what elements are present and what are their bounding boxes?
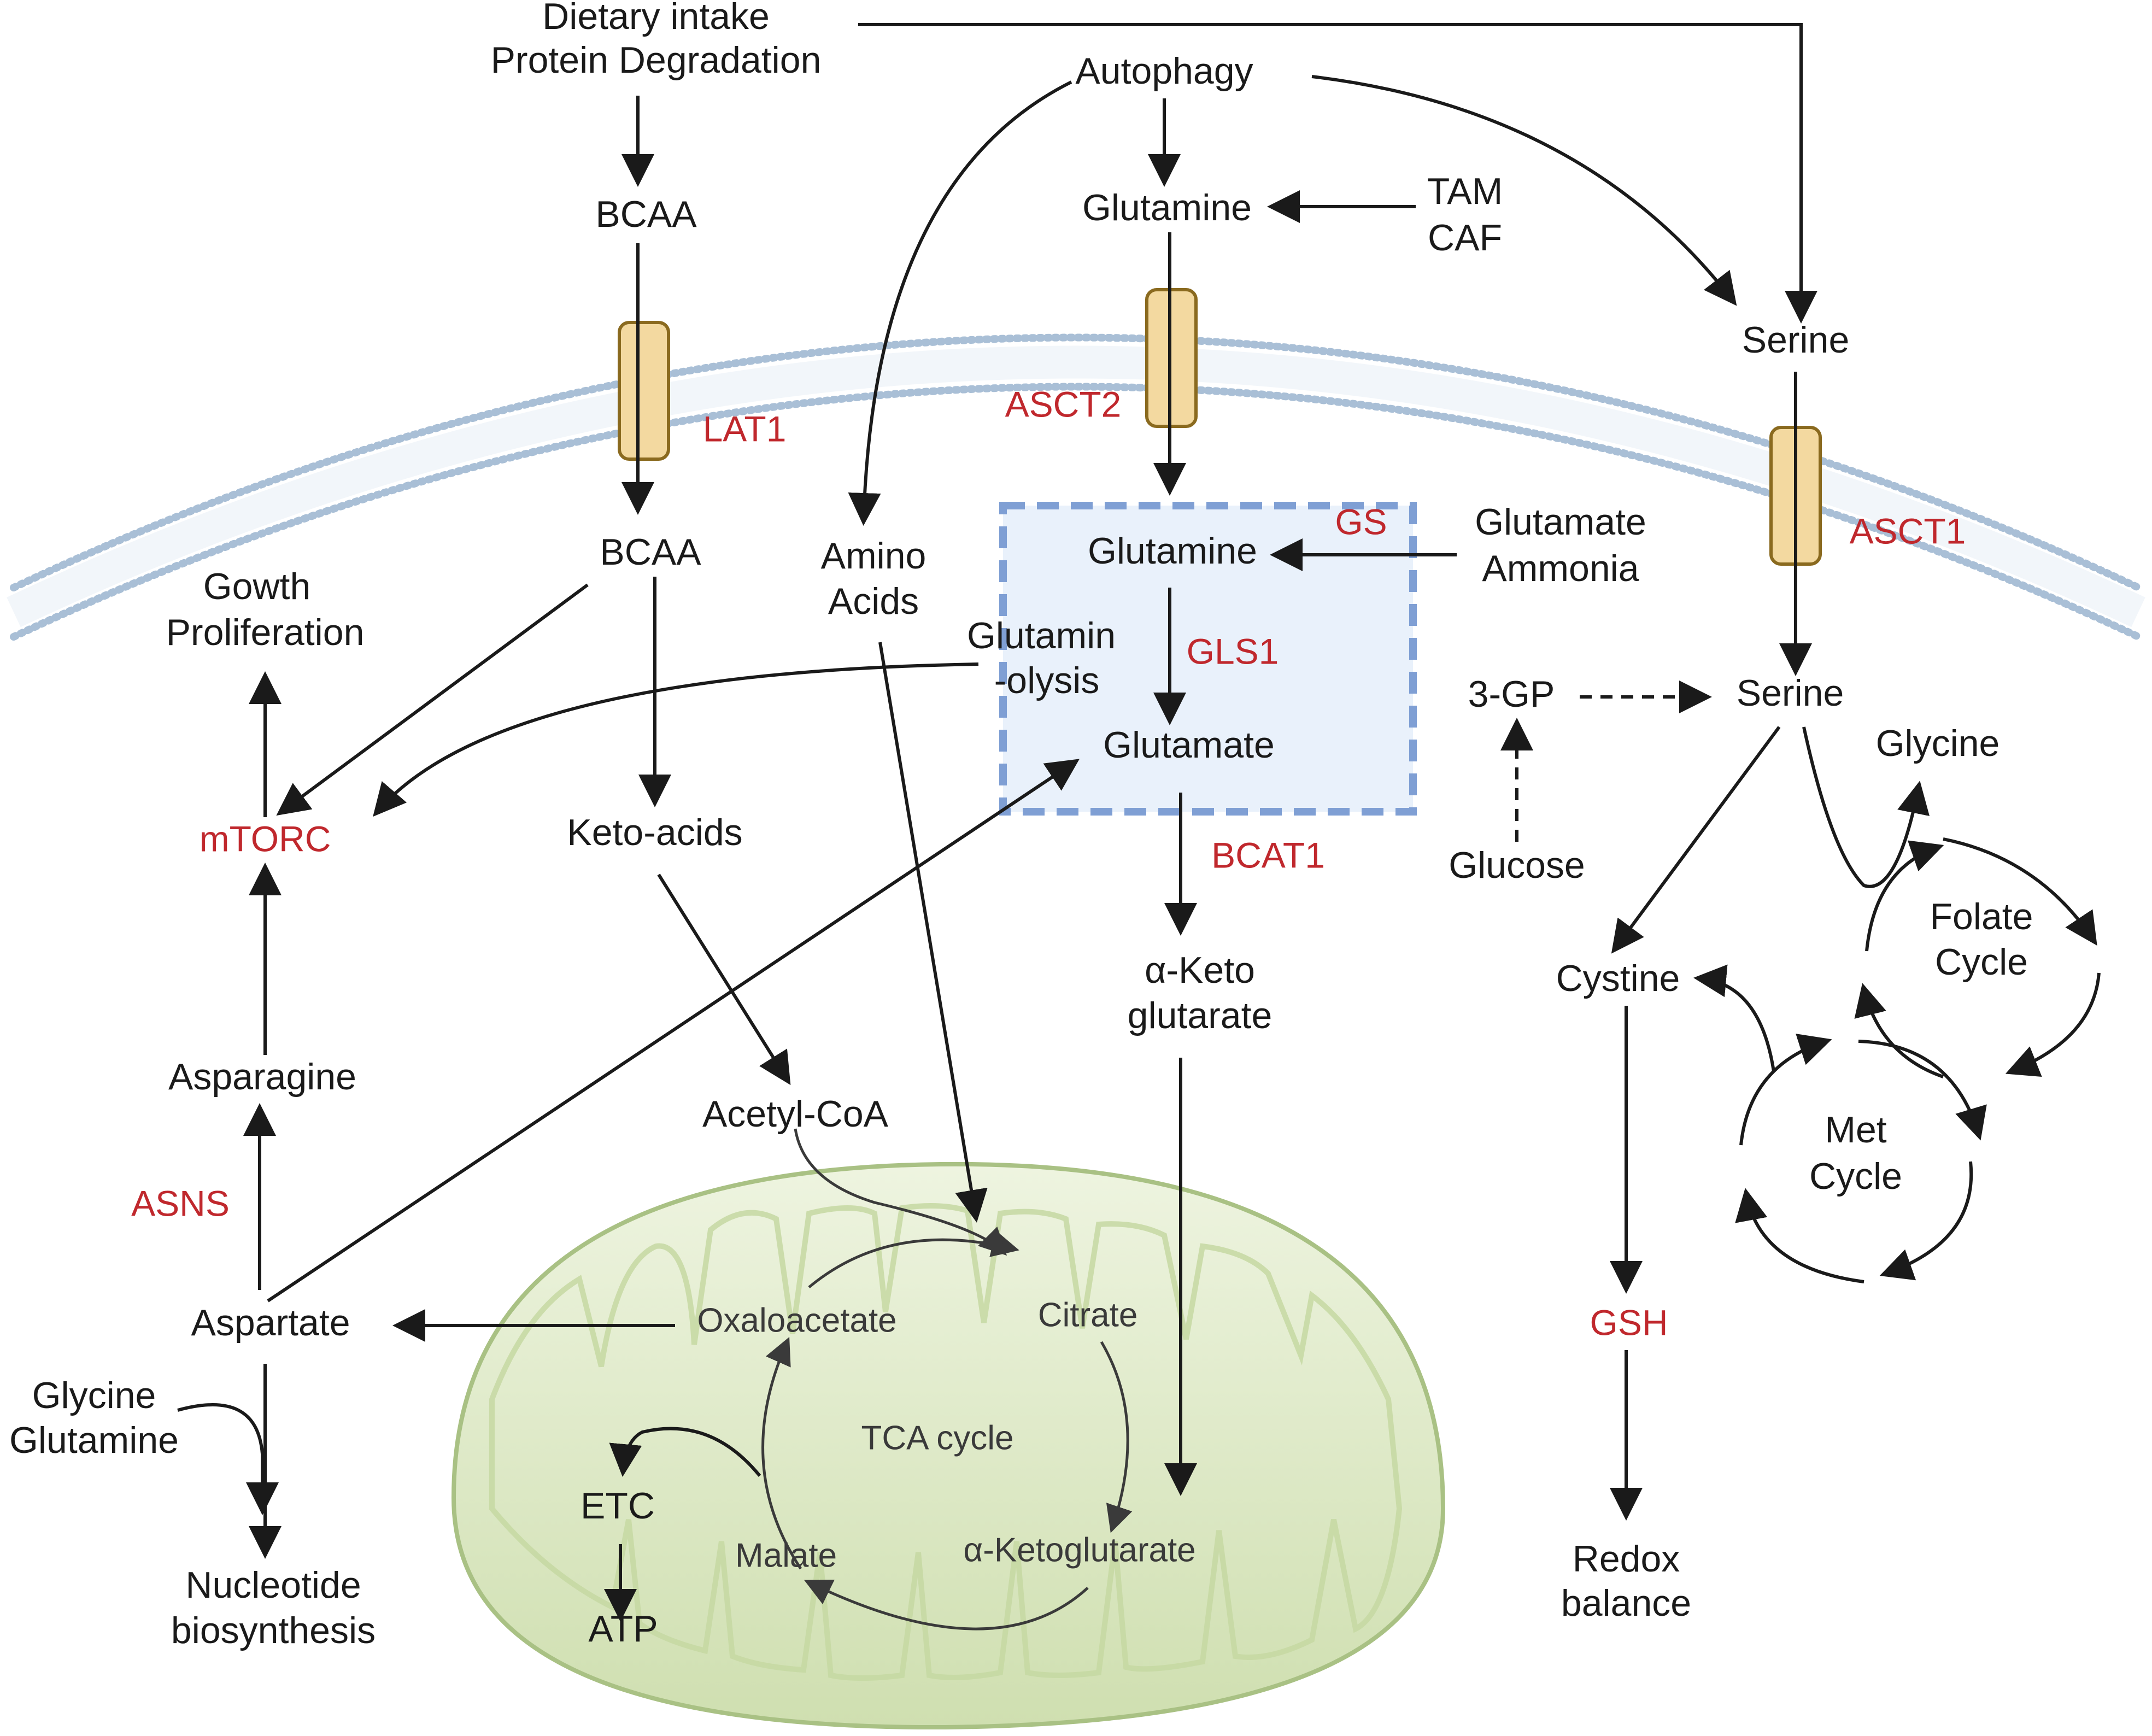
glutamate-source-label: Glutamate — [1475, 501, 1646, 543]
gs-label: GS — [1335, 501, 1387, 542]
acetyl-coa-label: Acetyl-CoA — [702, 1093, 889, 1135]
glutaminolysis-label-1: Glutamin — [967, 615, 1116, 656]
bcat1-label: BCAT1 — [1211, 835, 1325, 875]
met-cycle-arrows — [1735, 1034, 1987, 1283]
glutamate-label: Glutamate — [1103, 724, 1275, 766]
tca-cycle-label: TCA cycle — [861, 1419, 1013, 1457]
etc-label: ETC — [580, 1485, 655, 1527]
serine-inside-label: Serine — [1737, 672, 1844, 714]
mitochondrion-inner-membrane — [489, 1203, 1403, 1681]
ammonia-label: Ammonia — [1482, 548, 1639, 589]
protein-degradation-label: Protein Degradation — [491, 39, 822, 81]
lat1-transporter — [618, 321, 670, 461]
glutaminolysis-label-2: -olysis — [994, 660, 1100, 701]
growth-label: Gowth — [203, 566, 311, 607]
glucose-label: Glucose — [1449, 844, 1585, 886]
alpha-keto-label-2: glutarate — [1128, 995, 1273, 1036]
mtorc-label: mTORC — [200, 818, 331, 859]
proliferation-label: Proliferation — [166, 612, 365, 653]
mitochondrion — [451, 1162, 1446, 1730]
citrate-label: Citrate — [1038, 1296, 1138, 1334]
redox-label: Redox — [1573, 1538, 1680, 1580]
glutamine-inside-label: Glutamine — [1088, 530, 1257, 572]
cystine-label: Cystine — [1556, 958, 1680, 999]
asparagine-label: Asparagine — [168, 1056, 356, 1098]
malate-label: Malate — [735, 1536, 837, 1574]
asct1-label: ASCT1 — [1850, 511, 1966, 551]
enzyme-labels: LAT1 ASCT2 ASCT1 GS GLS1 BCAT1 mTORC ASN… — [131, 384, 1966, 1342]
bcaa-inside-label: BCAA — [600, 531, 701, 573]
asct2-label: ASCT2 — [1005, 384, 1122, 424]
glutamine-left-label: Glutamine — [9, 1420, 179, 1461]
atp-label: ATP — [588, 1608, 658, 1650]
keto-acids-label: Keto-acids — [567, 812, 742, 853]
gls1-label: GLS1 — [1187, 631, 1279, 671]
caf-label: CAF — [1428, 217, 1502, 259]
glycine-right-label: Glycine — [1876, 723, 2000, 764]
aspartate-label: Aspartate — [191, 1302, 350, 1344]
gsh-label: GSH — [1590, 1302, 1668, 1342]
nucleotide-label: Nucleotide — [185, 1564, 361, 1606]
oxaloacetate-label: Oxaloacetate — [697, 1301, 896, 1339]
dietary-intake-label: Dietary intake — [542, 0, 770, 37]
glutamine-outside-label: Glutamine — [1082, 187, 1252, 228]
mitochondrion-labels: Oxaloacetate Citrate TCA cycle Malate α-… — [697, 1296, 1195, 1574]
amino-label: Amino — [821, 535, 927, 577]
met-cycle-label-1: Met — [1825, 1109, 1886, 1151]
three-gp-label: 3-GP — [1468, 673, 1555, 715]
alpha-ketoglutarate-label: α-Ketoglutarate — [963, 1531, 1195, 1569]
tca-cycle-arrows — [761, 1128, 1133, 1631]
tam-label: TAM — [1427, 171, 1503, 212]
biosynthesis-label: biosynthesis — [171, 1610, 376, 1651]
labels: Dietary intake Protein Degradation Autop… — [9, 0, 2033, 1651]
arrows — [177, 23, 1930, 1622]
folate-cycle-label-2: Cycle — [1935, 941, 2028, 983]
serine-outside-label: Serine — [1742, 319, 1850, 361]
alpha-keto-label-1: α-Keto — [1145, 949, 1255, 991]
folate-cycle-label-1: Folate — [1930, 896, 2033, 937]
asns-label: ASNS — [131, 1183, 230, 1223]
bcaa-outside-label: BCAA — [595, 193, 697, 235]
glycine-left-label: Glycine — [32, 1375, 156, 1416]
met-cycle-label-2: Cycle — [1809, 1156, 1902, 1197]
lat1-label: LAT1 — [703, 408, 787, 449]
balance-label: balance — [1561, 1582, 1691, 1624]
acids-label: Acids — [828, 580, 919, 622]
autophagy-label: Autophagy — [1075, 50, 1253, 92]
